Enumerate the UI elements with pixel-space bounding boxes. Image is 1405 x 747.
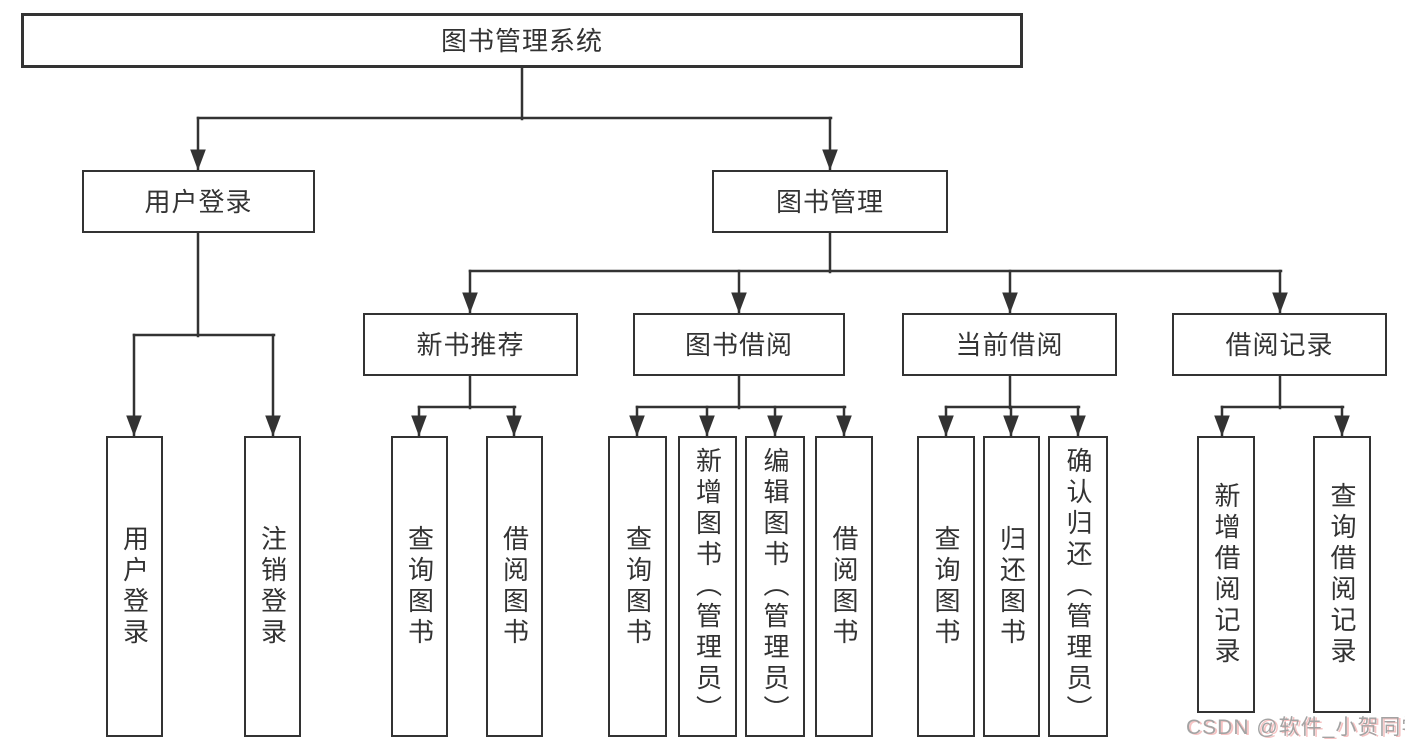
node-system-root-label: 图书管理系统 [440, 25, 603, 56]
leaf-borrow-books-recommend: 借阅图书 [486, 436, 543, 737]
leaf-query-books-borrowing-label: 查询图书 [622, 524, 653, 649]
node-user-login: 用户登录 [82, 170, 315, 233]
leaf-add-borrow-record: 新增借阅记录 [1197, 436, 1255, 713]
node-book-management-label: 图书管理 [775, 186, 884, 217]
node-user-login-label: 用户登录 [144, 186, 253, 217]
leaf-confirm-return-admin-label: 确认归还（管理员） [1063, 447, 1093, 726]
node-system-root: 图书管理系统 [21, 13, 1023, 68]
leaf-query-books-recommend-label: 查询图书 [404, 524, 435, 649]
node-current-borrowing-label: 当前借阅 [955, 329, 1064, 360]
leaf-logout-label: 注销登录 [257, 524, 288, 649]
leaf-query-borrow-record-label: 查询借阅记录 [1327, 481, 1357, 668]
leaf-query-books-current-label: 查询图书 [931, 524, 961, 649]
leaf-add-book-admin: 新增图书（管理员） [678, 436, 737, 737]
node-book-borrowing-label: 图书借阅 [684, 329, 793, 360]
leaf-query-books-current: 查询图书 [917, 436, 975, 737]
leaf-edit-book-admin-label: 编辑图书（管理员） [760, 447, 790, 726]
leaf-borrow-books-borrowing-label: 借阅图书 [829, 524, 859, 649]
node-borrowing-records-label: 借阅记录 [1225, 329, 1334, 360]
leaf-borrow-books-recommend-label: 借阅图书 [499, 524, 530, 649]
node-current-borrowing: 当前借阅 [902, 313, 1117, 376]
csdn-watermark: CSDN @软件_小贺同学 [1186, 716, 1405, 739]
node-book-management: 图书管理 [712, 170, 948, 233]
leaf-logout: 注销登录 [244, 436, 301, 737]
leaf-return-books-label: 归还图书 [996, 524, 1027, 649]
leaf-confirm-return-admin: 确认归还（管理员） [1048, 436, 1108, 737]
leaf-user-login-label: 用户登录 [119, 524, 150, 649]
leaf-edit-book-admin: 编辑图书（管理员） [745, 436, 805, 737]
node-book-borrowing: 图书借阅 [633, 313, 845, 376]
leaf-add-borrow-record-label: 新增借阅记录 [1211, 481, 1241, 668]
leaf-query-books-borrowing: 查询图书 [608, 436, 667, 737]
leaf-query-books-recommend: 查询图书 [391, 436, 448, 737]
leaf-borrow-books-borrowing: 借阅图书 [815, 436, 873, 737]
node-borrowing-records: 借阅记录 [1172, 313, 1387, 376]
leaf-add-book-admin-label: 新增图书（管理员） [692, 447, 723, 726]
leaf-user-login: 用户登录 [106, 436, 163, 737]
leaf-return-books: 归还图书 [983, 436, 1040, 737]
leaf-query-borrow-record: 查询借阅记录 [1313, 436, 1371, 713]
node-new-book-recommend-label: 新书推荐 [416, 329, 525, 360]
node-new-book-recommend: 新书推荐 [363, 313, 578, 376]
